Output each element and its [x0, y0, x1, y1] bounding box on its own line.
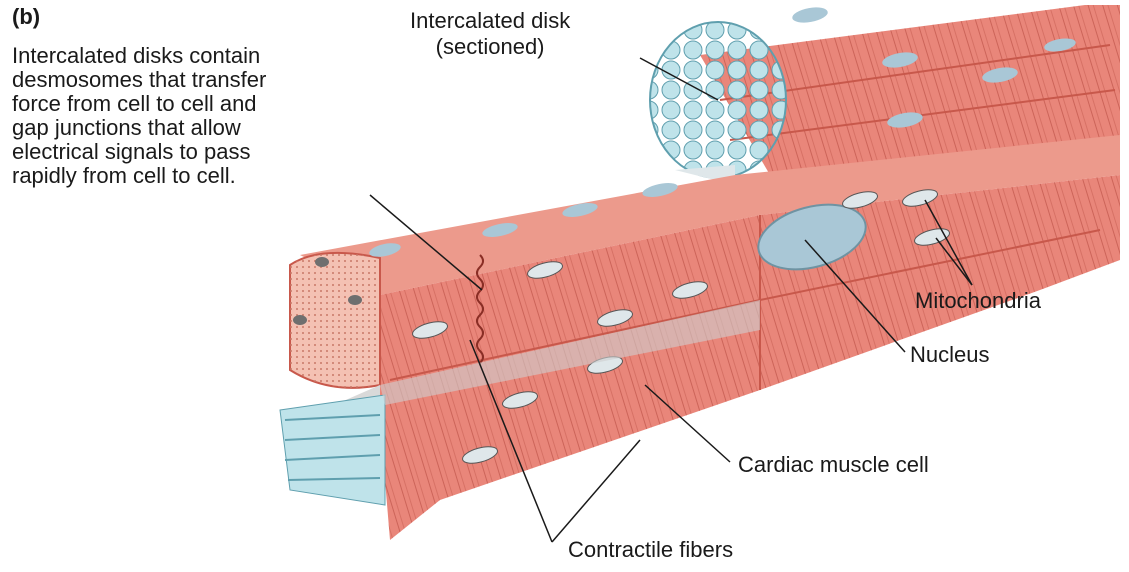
cross-section-nucleus-1: [315, 257, 329, 267]
upper-nucleus-1: [791, 5, 829, 25]
contractile-fiber-ends: [280, 385, 385, 505]
caption-text: Intercalated disks contain desmosomes th…: [12, 44, 432, 188]
label-nucleus: Nucleus: [910, 342, 989, 368]
panel-label: (b): [12, 4, 40, 30]
label-contractile-fibers: Contractile fibers: [568, 537, 733, 563]
cross-section-nucleus-2: [348, 295, 362, 305]
label-cardiac-muscle-cell: Cardiac muscle cell: [738, 452, 929, 478]
cross-section-nucleus-3: [293, 315, 307, 325]
main-muscle-block: [280, 135, 1120, 540]
label-mitochondria: Mitochondria: [915, 288, 1041, 314]
label-intercalated-disk-sectioned: Intercalated disk (sectioned): [410, 8, 570, 60]
fiber-ends-bundle: [280, 395, 385, 505]
